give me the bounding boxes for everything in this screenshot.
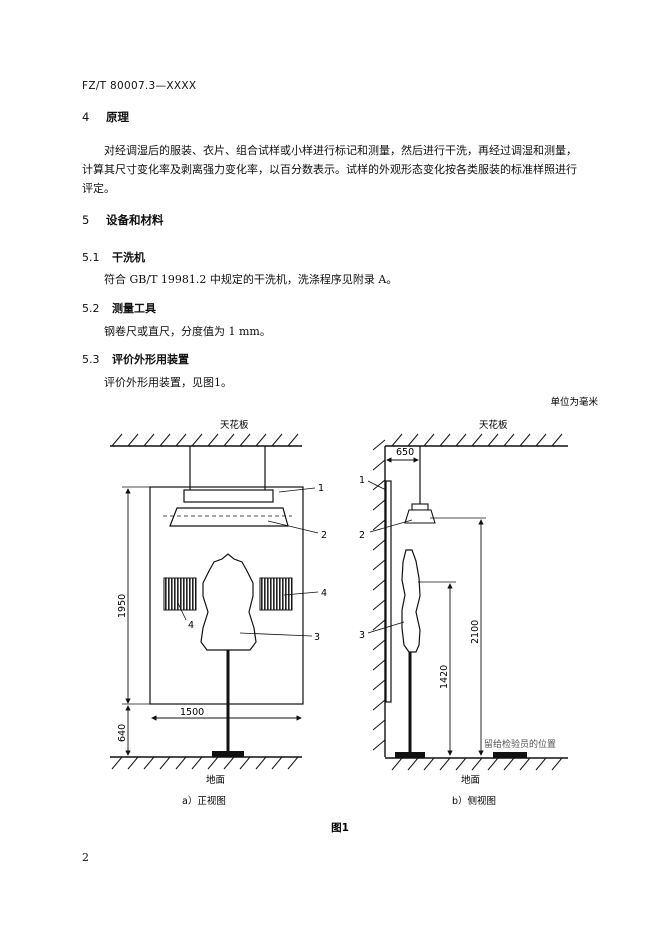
- front-dim-bottom: 640: [117, 724, 128, 742]
- section-5-1-number: 5.1: [82, 251, 100, 264]
- side-callout-3: 3: [359, 630, 365, 641]
- front-sample-right: [259, 577, 293, 611]
- section-5-2-text: 钢卷尺或直尺，分度值为 1 mm。: [104, 325, 271, 338]
- section-4-line-2: 计算其尺寸变化率及剥离强力变化率，以百分数表示。试样的外观形态变化按各类服装的标…: [82, 163, 577, 176]
- section-5-1-heading: 5.1 干洗机: [82, 249, 145, 265]
- front-diffuser: [169, 507, 289, 527]
- section-5-2-title: 测量工具: [112, 302, 156, 315]
- section-4-number: 4: [82, 110, 90, 124]
- front-callout-4-left: 4: [188, 620, 194, 631]
- section-5-3-text: 评价外形用装置，见图1。: [104, 376, 232, 389]
- section-5-title: 设备和材料: [106, 213, 164, 227]
- section-5-heading: 5 设备和材料: [82, 212, 164, 228]
- section-5-1-title: 干洗机: [112, 251, 145, 264]
- front-floor-label: 地面: [206, 774, 225, 786]
- front-dim-width: 1500: [180, 707, 204, 718]
- front-callout-2: 2: [321, 530, 327, 541]
- figure-title: 图1: [331, 822, 349, 834]
- inspector-position-label: 留给检验员的位置: [484, 738, 556, 750]
- front-callout-1: 1: [318, 483, 324, 494]
- page-number: 2: [82, 851, 89, 864]
- section-4-line-1: 对经调湿后的服装、衣片、组合试样或小样进行标记和测量，然后进行干洗，再经过调湿和…: [104, 144, 577, 157]
- unit-note: 单位为毫米: [550, 396, 598, 408]
- section-5-2-heading: 5.2 测量工具: [82, 300, 156, 316]
- section-5-3-number: 5.3: [82, 353, 100, 366]
- front-caption: a）正视图: [182, 795, 226, 807]
- side-caption: b）侧视图: [452, 795, 496, 807]
- front-callout-4-right: 4: [321, 588, 327, 599]
- side-view: [367, 433, 568, 771]
- side-floor-label: 地面: [461, 774, 480, 786]
- front-mannequin: [200, 553, 257, 651]
- side-callout-1: 1: [359, 475, 365, 486]
- front-lamp-bar: [183, 489, 274, 503]
- front-dim-height: 1950: [117, 594, 128, 618]
- section-5-1-text: 符合 GB/T 19981.2 中规定的干洗机，洗涤程序见附录 A。: [104, 273, 398, 286]
- standard-code: FZ/T 80007.3—XXXX: [82, 80, 197, 92]
- section-4-heading: 4 原理: [82, 109, 129, 125]
- section-4-title: 原理: [106, 110, 129, 124]
- front-view: [110, 433, 319, 770]
- section-5-3-heading: 5.3 评价外形用装置: [82, 351, 189, 367]
- side-dim-mannequin-height: 1420: [439, 665, 450, 689]
- section-4-line-3: 评定。: [82, 182, 115, 195]
- front-ceiling-label: 天花板: [220, 419, 249, 431]
- side-callout-2: 2: [359, 530, 365, 541]
- front-sample-left: [163, 577, 197, 611]
- side-dim-offset: 650: [396, 447, 414, 458]
- section-5-2-number: 5.2: [82, 302, 100, 315]
- section-5-number: 5: [82, 213, 90, 227]
- front-callout-3: 3: [314, 632, 320, 643]
- side-dim-lamp-height: 2100: [470, 620, 481, 644]
- side-ceiling-label: 天花板: [479, 419, 508, 431]
- section-5-3-title: 评价外形用装置: [112, 353, 189, 366]
- front-ceiling-hatch: [111, 433, 299, 447]
